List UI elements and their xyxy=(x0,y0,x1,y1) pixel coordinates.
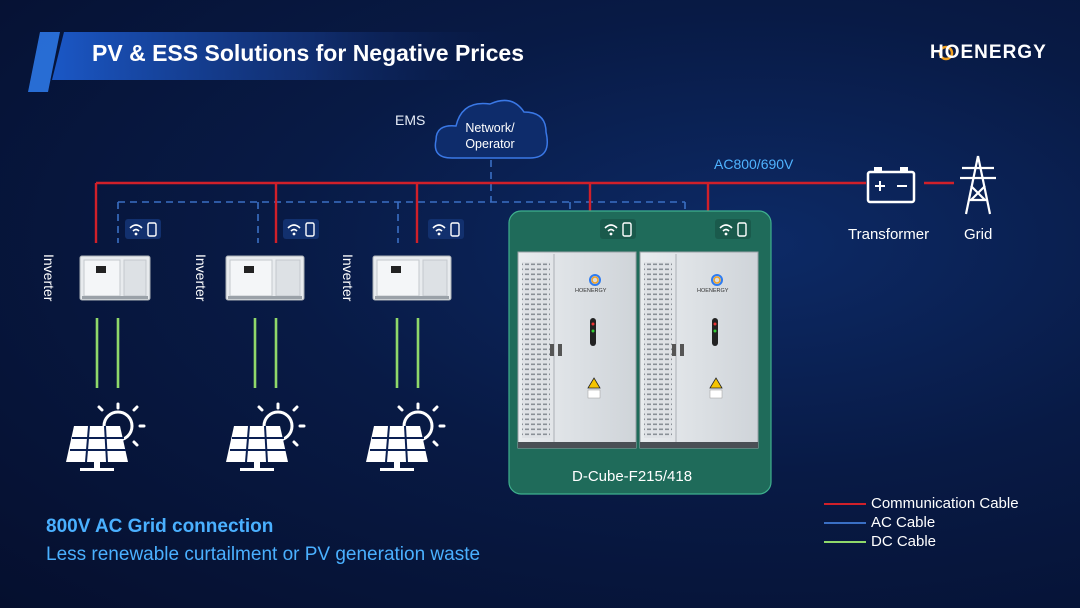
footer-headline: 800V AC Grid connection xyxy=(46,516,274,537)
grid-tower-icon xyxy=(960,155,996,215)
dc-cable-lines xyxy=(95,318,420,388)
grid-label: Grid xyxy=(964,226,993,243)
network-label-line2: Operator xyxy=(465,137,515,151)
title-banner xyxy=(28,32,520,92)
logo-sun-icon xyxy=(938,45,954,61)
wifi-badges xyxy=(125,219,751,239)
cabinet-brand-2: HOENERGY xyxy=(697,288,729,294)
cloud-icon xyxy=(434,99,548,159)
transformer-label: Transformer xyxy=(848,226,930,243)
legend-ac-cable: AC Cable xyxy=(871,514,936,531)
solar-panel-icons xyxy=(66,402,446,471)
cabinet-brand-1: HOENERGY xyxy=(575,288,607,294)
ac-bus-label: AC800/690V xyxy=(714,156,794,172)
transformer-icon xyxy=(866,167,916,204)
inverter-label-3: Inverter xyxy=(340,254,356,302)
brand-logo: HOENERGY xyxy=(930,42,1047,63)
page-title: PV & ESS Solutions for Negative Prices xyxy=(92,40,525,66)
inverter-label-2: Inverter xyxy=(193,254,209,302)
inverter-label-1: Inverter xyxy=(41,254,57,302)
legend-dc-cable: DC Cable xyxy=(871,533,937,550)
network-label-line1: Network/ xyxy=(465,121,515,135)
network-operator-label: Network/ Operator xyxy=(440,120,540,152)
ems-label: EMS xyxy=(395,112,426,128)
legend-swatches xyxy=(824,503,866,543)
inverter-units xyxy=(79,255,452,301)
footer-subline: Less renewable curtailment or PV generat… xyxy=(46,544,481,565)
ac-bus-lines xyxy=(94,181,954,243)
ess-cabinet-units xyxy=(517,251,759,449)
product-label: D-Cube-F215/418 xyxy=(572,468,693,485)
legend-communication-cable: Communication Cable xyxy=(871,495,1019,512)
